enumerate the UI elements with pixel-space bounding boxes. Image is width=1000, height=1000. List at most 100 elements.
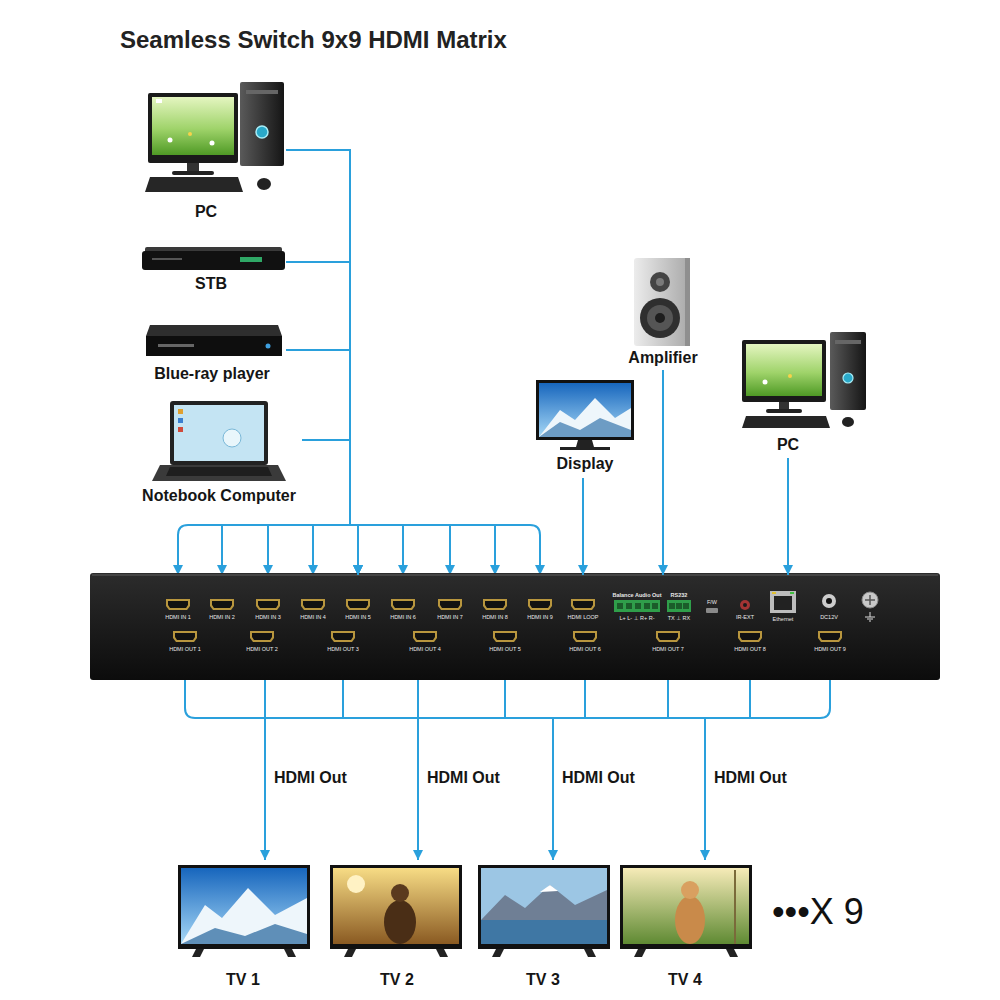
player-body (146, 336, 282, 356)
hdmi-port (571, 599, 595, 610)
hdmi-port (818, 631, 842, 642)
port-label: HDMI IN 8 (482, 614, 508, 620)
output-drop (667, 680, 669, 718)
monitor-screen (746, 344, 822, 396)
terminal-block (614, 600, 660, 612)
port-label: HDMI OUT 6 (569, 646, 601, 652)
hdmi-port (483, 599, 507, 610)
input-drop (449, 525, 451, 566)
port-label: HDMI OUT 1 (169, 646, 201, 652)
ethernet-port (770, 591, 796, 613)
port-label: HDMI OUT 9 (814, 646, 846, 652)
mouse (257, 178, 271, 190)
diagram-title: Seamless Switch 9x9 HDMI Matrix (120, 26, 507, 54)
screen-mountain (539, 418, 631, 437)
hdmi-port (166, 599, 190, 610)
edge-label: HDMI Out (425, 769, 502, 787)
tv-screen (181, 868, 307, 944)
screen-flower (223, 429, 241, 447)
monitor-frame (742, 340, 826, 402)
device-node: STB (138, 243, 286, 296)
terminal-pin (626, 603, 632, 609)
speaker-side (685, 258, 690, 346)
tv-node: TV 2 (328, 860, 464, 992)
device-node: Blue-ray player (138, 318, 286, 386)
edge-label: HDMI Out (712, 769, 789, 787)
arrow-head (548, 850, 558, 860)
tv-node: TV 3 (476, 860, 612, 992)
output-drop (342, 680, 344, 718)
power-button (256, 126, 268, 138)
screen-icon (178, 409, 183, 414)
ground-symbol (867, 619, 873, 620)
player-tray (158, 344, 194, 347)
connector (260, 680, 270, 860)
display-frame (536, 380, 634, 440)
port-label: HDMI IN 1 (165, 614, 191, 620)
tv-foot (344, 949, 356, 957)
connector-line (286, 350, 358, 575)
tv-frame (620, 865, 752, 949)
tv-foot (192, 949, 204, 957)
port-label: TX ⊥ RX (668, 615, 691, 621)
ground-screw (862, 592, 878, 608)
stb-display (240, 257, 262, 262)
screen-flower (188, 132, 192, 136)
device-label: TV 2 (380, 971, 414, 989)
connector-line (787, 458, 789, 575)
player-top (146, 325, 282, 336)
screen-flower (788, 374, 792, 378)
port-label: DC12V (820, 614, 838, 620)
connector (413, 680, 423, 860)
screen-icon (156, 99, 162, 103)
input-drop (494, 525, 496, 566)
hdmi-port (738, 631, 762, 642)
arrow-head (353, 565, 363, 575)
ethernet-led (772, 592, 776, 594)
device-node: Display (530, 376, 640, 478)
ir-jack-hole (743, 603, 747, 607)
port-label: HDMI OUT 8 (734, 646, 766, 652)
port-label: HDMI IN 6 (390, 614, 416, 620)
tv-foot (584, 949, 596, 957)
ground-symbol (870, 612, 871, 617)
terminal-pin (683, 603, 689, 609)
screw-slot (869, 595, 871, 605)
screen-icon (178, 418, 183, 423)
port-label: HDMI OUT 7 (652, 646, 684, 652)
arrow-head (658, 565, 668, 575)
tv-foot (284, 949, 296, 957)
hdmi-port (573, 631, 597, 642)
port-label: HDMI OUT 2 (246, 646, 278, 652)
device-node: Notebook Computer (136, 398, 302, 508)
monitor-screen (152, 97, 234, 155)
port-label: HDMI OUT 3 (327, 646, 359, 652)
notebook-keys (166, 467, 272, 476)
stb-body (142, 251, 285, 270)
notebook-lid (170, 401, 268, 465)
tv-foot (492, 949, 504, 957)
screen-flower (168, 138, 173, 143)
device-label: Blue-ray player (154, 365, 270, 383)
terminal-pin (652, 603, 658, 609)
hdmi-port (528, 599, 552, 610)
connector (302, 440, 363, 575)
device-label: Amplifier (628, 349, 697, 367)
connector (286, 150, 363, 575)
ground-symbol (865, 617, 875, 618)
speaker-cap (655, 313, 665, 323)
terminal-pin (635, 603, 641, 609)
hdmi-port (331, 631, 355, 642)
connector (783, 458, 793, 575)
screen-flower (763, 380, 768, 385)
matrix-node: HDMI IN 1HDMI IN 2HDMI IN 3HDMI IN 4HDMI… (90, 575, 940, 680)
connector-line (582, 478, 584, 575)
output-bus (185, 680, 830, 718)
port-label: HDMI OUT 5 (489, 646, 521, 652)
device-node: Amplifier (626, 255, 699, 370)
port-label: HDMI IN 4 (300, 614, 326, 620)
hdmi-port (493, 631, 517, 642)
port-label: Balance Audio Out (613, 592, 662, 598)
monitor-neck (779, 402, 789, 410)
port-label: F/W (707, 599, 717, 605)
